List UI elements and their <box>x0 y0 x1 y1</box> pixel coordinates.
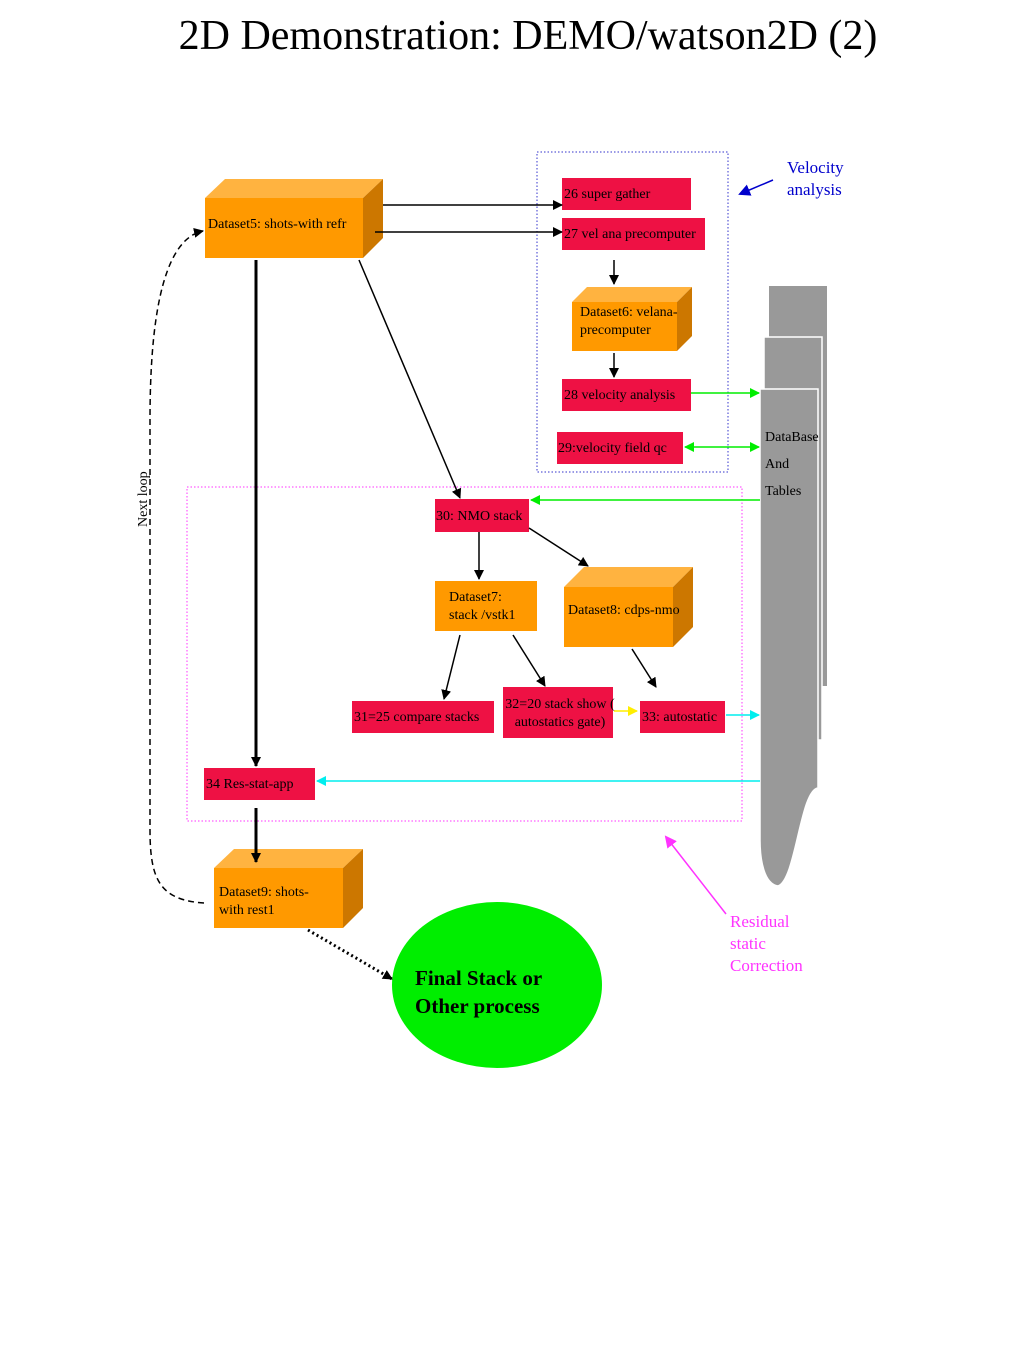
page-title: 2D Demonstration: DEMO/watson2D (2) <box>178 13 878 59</box>
arrow-d9-to-final <box>307 928 393 981</box>
process-32-box[interactable] <box>503 687 613 738</box>
process-27-box[interactable] <box>562 218 705 250</box>
process-30-box[interactable] <box>435 499 529 532</box>
velocity-pointer-arrow <box>738 179 774 196</box>
process-34-label: 34 Res-stat-app <box>206 777 294 792</box>
dataset5-box[interactable] <box>205 179 383 258</box>
process-33-box[interactable] <box>640 701 725 733</box>
database-label-line1: DataBase <box>765 430 819 445</box>
process-31-box[interactable] <box>352 701 494 733</box>
process-26-label: 26 super gather <box>564 187 651 202</box>
process-33-label: 33: autostatic <box>642 710 718 725</box>
arrow-d8-to-33 <box>631 648 657 688</box>
next-loop-annotation: Next loop <box>136 471 151 527</box>
dataset9-box[interactable] <box>214 849 363 928</box>
residual-pointer-arrow <box>664 835 727 915</box>
dataset5-label: Dataset5: shots-with refr <box>208 217 347 232</box>
process-29-label: 29:velocity field qc <box>558 441 667 456</box>
arrow-30-to-d8 <box>528 527 589 567</box>
velocity-group-frame <box>536 151 729 473</box>
final-stack-ellipse[interactable] <box>392 902 602 1068</box>
dataset8-label: Dataset8: cdps-nmo <box>568 603 680 618</box>
final-stack-label: Final Stack or Other process <box>415 966 542 1018</box>
process-34-box[interactable] <box>204 768 315 800</box>
residual-static-annotation: Residual static Correction <box>730 912 803 975</box>
process-31-label: 31=25 compare stacks <box>354 710 480 725</box>
residual-group-frame <box>186 486 743 822</box>
database-label-line2: And <box>765 457 790 472</box>
dataset6-label: Dataset6: velana-precomputer <box>580 305 678 338</box>
database-stack <box>759 286 827 887</box>
database-label-line3: Tables <box>765 484 802 499</box>
dataset7-label: Dataset7: stack /vstk1 <box>449 590 516 623</box>
dataset9-label: Dataset9: shots-with rest1 <box>219 885 309 918</box>
arrow-d7-to-32 <box>512 634 546 687</box>
process-30-label: 30: NMO stack <box>436 509 523 524</box>
next-loop-arrow <box>149 227 205 904</box>
arrow-d7-to-31 <box>441 634 461 700</box>
process-32-label: 32=20 stack show ( autostatics gate) <box>505 697 615 730</box>
dataset8-box[interactable] <box>564 567 693 647</box>
process-29-box[interactable] <box>557 432 683 464</box>
arrow-d5-to-30 <box>358 259 462 499</box>
process-26-box[interactable] <box>562 178 691 210</box>
dataset6-box[interactable] <box>572 287 692 351</box>
process-28-label: 28 velocity analysis <box>564 388 676 403</box>
velocity-analysis-annotation: Velocity analysis <box>787 158 844 199</box>
dataset7-box[interactable] <box>435 581 537 631</box>
process-28-box[interactable] <box>562 379 691 411</box>
process-27-label: 27 vel ana precomputer <box>564 227 696 242</box>
